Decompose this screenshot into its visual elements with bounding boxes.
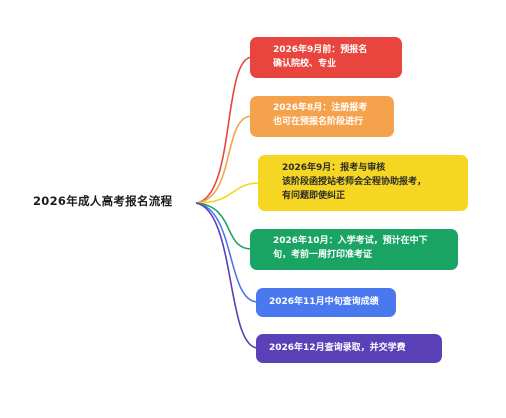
node-review: 2026年9月：报考与审核 该阶段函授站老师会全程协助报考， 有问题即使纠正 (258, 155, 468, 211)
node-text-line: 2026年9月前：预报名 (273, 45, 368, 55)
node-text-line: 旬，考前一周打印准考证 (273, 250, 373, 260)
node-text-line: 2026年12月查询录取，并交学费 (269, 343, 406, 353)
connector-line-2 (195, 115, 253, 204)
connector-line-1 (195, 56, 253, 204)
node-text-line: 2026年10月：入学考试，预计在中下 (273, 236, 428, 246)
node-registration: 2026年8月：注册报考 也可在预报名阶段进行 (250, 96, 394, 137)
node-entrance-exam: 2026年10月：入学考试，预计在中下 旬，考前一周打印准考证 (250, 229, 458, 270)
connector-line-4 (195, 202, 253, 250)
node-admission-query: 2026年12月查询录取，并交学费 (256, 334, 442, 363)
node-text-line: 2026年11月中旬查询成绩 (269, 297, 379, 307)
node-text-line: 2026年8月：注册报考 (273, 103, 368, 113)
node-preregistration: 2026年9月前：预报名 确认院校、专业 (250, 37, 402, 78)
root-topic: 2026年成人高考报名流程 (33, 194, 173, 208)
connector-line-3 (195, 182, 261, 204)
connector-line-5 (195, 202, 259, 303)
node-text-line: 也可在预报名阶段进行 (273, 117, 364, 127)
node-score-query: 2026年11月中旬查询成绩 (256, 288, 396, 317)
node-text-line: 确认院校、专业 (273, 59, 337, 69)
node-text-line: 该阶段函授站老师会全程协助报考， (282, 177, 427, 187)
node-text-line: 有问题即使纠正 (282, 191, 346, 201)
connector-line-6 (195, 202, 259, 349)
node-text-line: 2026年9月：报考与审核 (282, 163, 386, 173)
